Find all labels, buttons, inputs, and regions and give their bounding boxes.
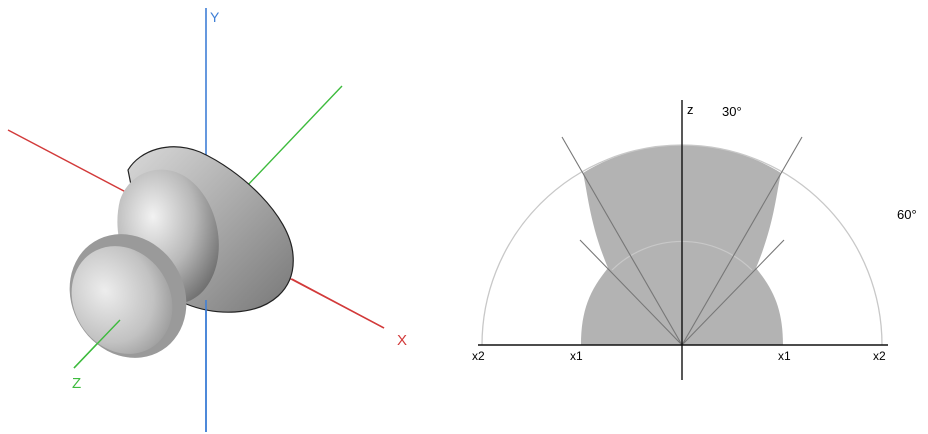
x-axis-label: X xyxy=(397,332,407,349)
tick-right-x1: x1 xyxy=(778,349,791,363)
tick-left-x1: x1 xyxy=(570,349,583,363)
tick-right-x2: x2 xyxy=(873,349,886,363)
angle-rays xyxy=(561,136,803,346)
y-axis-label: Y xyxy=(210,9,220,25)
z-label-2d: z xyxy=(687,102,694,117)
ray-60-left xyxy=(579,239,683,346)
left-3d-view: Y X Z xyxy=(7,8,407,432)
angle-label-30: 30° xyxy=(722,104,742,119)
ray-30-left xyxy=(561,136,683,346)
right-2d-profile: z 30° 60° x2 x1 x1 x2 xyxy=(472,100,917,380)
tick-left-x2: x2 xyxy=(472,349,485,363)
front-cap-face xyxy=(71,246,173,354)
z-axis-front xyxy=(73,319,121,369)
angle-label-60: 60° xyxy=(897,207,917,222)
x-axis-front xyxy=(291,278,385,329)
ray-30-right xyxy=(681,136,803,346)
solid-of-revolution xyxy=(69,146,294,358)
z-axis-label: Z xyxy=(72,375,81,392)
ray-60-right xyxy=(681,239,785,346)
